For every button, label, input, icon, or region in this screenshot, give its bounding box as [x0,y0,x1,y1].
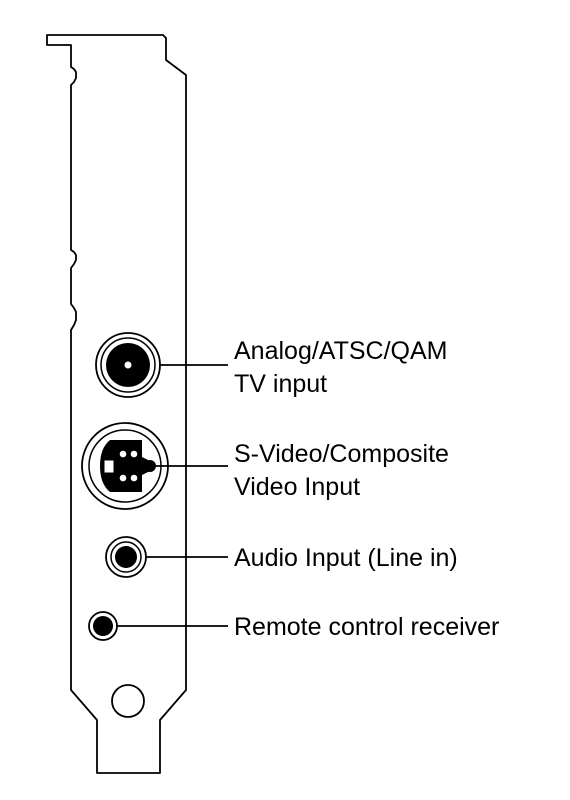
audio-input-jack [105,536,147,578]
svideo-input-label-line2: Video Input [234,473,361,501]
remote-receiver-label: Remote control receiver [234,611,499,644]
tv-input-label-line2: TV input [234,370,328,398]
remote-receiver-label-text: Remote control receiver [234,613,500,641]
svideo-input-label: S-Video/Composite Video Input [234,438,449,504]
audio-input-label: Audio Input (Line in) [234,542,458,575]
audio-input-label-text: Audio Input (Line in) [234,544,458,572]
tv-input-label: Analog/ATSC/QAM TV input [234,335,448,401]
remote-receiver-port [88,611,118,641]
bracket-outline [46,34,187,774]
tv-input-connector [95,332,161,398]
svideo-input-label-line1: S-Video/Composite [234,440,449,468]
svideo-input-connector [81,422,169,510]
tv-input-label-line1: Analog/ATSC/QAM [234,337,448,365]
mounting-hole [111,684,145,718]
